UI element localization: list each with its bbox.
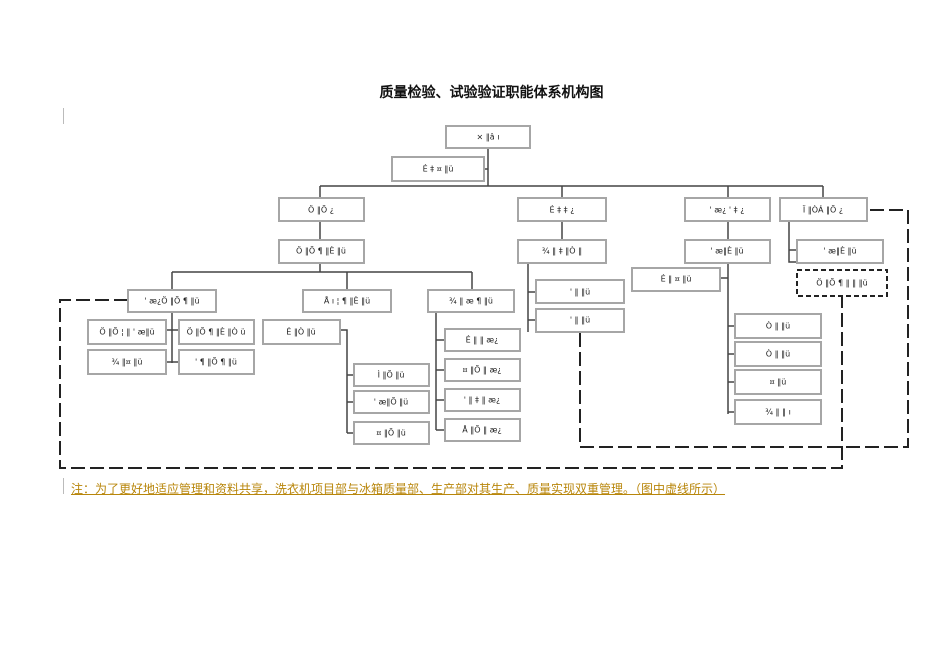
node-b1: Ö ‖Õ ¦ ‖ ' æ‖ü [87,319,167,345]
svg-text:Ì ‖Õ ‖ü: Ì ‖Õ ‖ü [378,369,405,380]
node-b3: ¾ ‖¤ ‖ü [87,349,167,375]
node-c3: ¤ ‖Õ ‖ü [353,421,430,445]
svg-text:' æ‖È ‖ü: ' æ‖È ‖ü [823,245,856,256]
svg-text:' æ‖È ‖ü: ' æ‖È ‖ü [710,245,743,256]
svg-text:× ‖â ı: × ‖â ı [477,133,500,142]
node-k2: Ö ‖Õ ¶ ‖ ‖ ‖ü [796,269,888,297]
svg-text:Ö ‖Õ ¶ ‖È ‖Ò ü: Ö ‖Õ ¶ ‖È ‖Ò ü [187,326,246,337]
svg-text:É ‡ ‡ ¿: É ‡ ‡ ¿ [550,204,575,215]
svg-text:Ö ‖Õ ¶ ‖ ‖ ‖ü: Ö ‖Õ ¶ ‖ ‖ ‖ü [816,277,867,288]
svg-text:' ‖ ‖ü: ' ‖ ‖ü [570,288,590,297]
svg-text:' ‖ ‡ ‖ æ¿: ' ‖ ‡ ‖ æ¿ [464,396,500,405]
node-g4: ' æ‖È ‖ü [796,239,884,264]
svg-text:Ï ‖ÒÁ ‖Õ ¿: Ï ‖ÒÁ ‖Õ ¿ [803,204,843,215]
node-g3: ' æ‖È ‖ü [684,239,771,264]
node-e2: ' ‖ ‖ü [535,308,625,333]
node-c2: ' æ‖Õ ‖ü [353,390,430,414]
diagram-title: 质量检验、试验验证职能体系机构图 [379,85,604,101]
svg-text:Å ‖Õ ‖ æ¿: Å ‖Õ ‖ æ¿ [462,424,502,435]
node-f5: ¾ ‖ ‖ ı [734,399,822,425]
node-h1: Ö ‖Õ ¿ [278,197,365,222]
svg-text:Ò ‖ ‖ü: Ò ‖ ‖ü [766,320,790,331]
node-h2: É ‡ ‡ ¿ [517,197,607,222]
svg-text:' ‖ ‖ü: ' ‖ ‖ü [570,316,590,325]
svg-text:É ‖ ‖ æ¿: É ‖ ‖ æ¿ [466,334,499,345]
node-c0: É ‖Ò ‖ü [262,319,341,345]
svg-text:¤ ‖ü: ¤ ‖ü [770,378,787,387]
svg-text:Ö ‖Õ ¿: Ö ‖Õ ¿ [308,204,334,215]
node-b2: Ö ‖Õ ¶ ‖È ‖Ò ü [178,319,255,345]
svg-text:É ‖ ¤ ‖ü: É ‖ ¤ ‖ü [661,273,692,284]
connectors [166,148,824,434]
svg-text:É ‡ ¤ ‖ü: É ‡ ¤ ‖ü [423,163,454,174]
svg-text:¾ ‖ ‡ ‖Ò ‖: ¾ ‖ ‡ ‖Ò ‖ [542,245,582,256]
node-f4: ¤ ‖ü [734,369,822,395]
node-root: × ‖â ı [445,125,531,149]
svg-text:' æ¿Ö ‖Õ ¶ ‖ü: ' æ¿Ö ‖Õ ¶ ‖ü [144,295,199,306]
dual-management-links [59,209,909,469]
node-a1: ' æ¿Ö ‖Õ ¶ ‖ü [127,289,217,313]
node-a3: ¾ ‖ æ ¶ ‖ü [427,289,515,313]
node-g1: Ö ‖Õ ¶ ‖È ‖ü [278,239,365,264]
node-b4: ' ¶ ‖Õ ¶ ‖ü [178,349,255,375]
node-f3: Ò ‖ ‖ü [734,341,822,367]
svg-text:Ö ‖Õ ¶ ‖È ‖ü: Ö ‖Õ ¶ ‖È ‖ü [296,245,346,256]
node-a2: Å ı ¦ ¶ ‖È ‖ü [302,289,392,313]
svg-text:Ö ‖Õ ¦ ‖ ' æ‖ü: Ö ‖Õ ¦ ‖ ' æ‖ü [99,326,154,337]
svg-text:Ò ‖ ‖ü: Ò ‖ ‖ü [766,348,790,359]
node-h4: Ï ‖ÒÁ ‖Õ ¿ [779,197,868,222]
svg-text:¤ ‖Õ ‖ü: ¤ ‖Õ ‖ü [376,427,406,438]
node-g2: ¾ ‖ ‡ ‖Ò ‖ [517,239,607,264]
svg-text:¾ ‖¤ ‖ü: ¾ ‖¤ ‖ü [112,358,143,367]
svg-text:Å ı ¦ ¶ ‖È ‖ü: Å ı ¦ ¶ ‖È ‖ü [324,295,370,306]
node-d1: É ‖ ‖ æ¿ [444,328,521,352]
svg-text:' ¶ ‖Õ ¶ ‖ü: ' ¶ ‖Õ ¶ ‖ü [195,356,237,367]
node-e1: ' ‖ ‖ü [535,279,625,304]
margin-mark [63,108,64,124]
footnote: 注：为了更好地适应管理和资料共享，洗衣机项目部与冰箱质量部、生产部对其生产、质量… [71,482,726,496]
node-c1: Ì ‖Õ ‖ü [353,363,430,387]
node-d2: ¤ ‖Õ ‖ æ¿ [444,358,521,382]
svg-text:¾ ‖ ‖ ı: ¾ ‖ ‖ ı [765,408,791,417]
svg-text:É ‖Ò ‖ü: É ‖Ò ‖ü [286,326,316,337]
margin-mark [63,478,64,494]
svg-text:¾ ‖ æ ¶ ‖ü: ¾ ‖ æ ¶ ‖ü [449,297,493,306]
node-f2: Ò ‖ ‖ü [734,313,822,339]
node-d3: ' ‖ ‡ ‖ æ¿ [444,388,521,412]
node-f1: É ‖ ¤ ‖ü [631,267,721,292]
node-h3: ' æ¿ ' ‡ ¿ [684,197,771,222]
nodes: × ‖â ı É ‡ ¤ ‖ü Ö ‖Õ ¿ É ‡ ‡ ¿ ' æ¿ ' ‡ … [87,125,888,445]
node-n2: É ‡ ¤ ‖ü [391,156,485,182]
svg-text:' æ¿ ' ‡ ¿: ' æ¿ ' ‡ ¿ [710,206,745,215]
node-d4: Å ‖Õ ‖ æ¿ [444,418,521,442]
svg-text:' æ‖Õ ‖ü: ' æ‖Õ ‖ü [374,396,409,407]
svg-text:¤ ‖Õ ‖ æ¿: ¤ ‖Õ ‖ æ¿ [462,364,501,375]
